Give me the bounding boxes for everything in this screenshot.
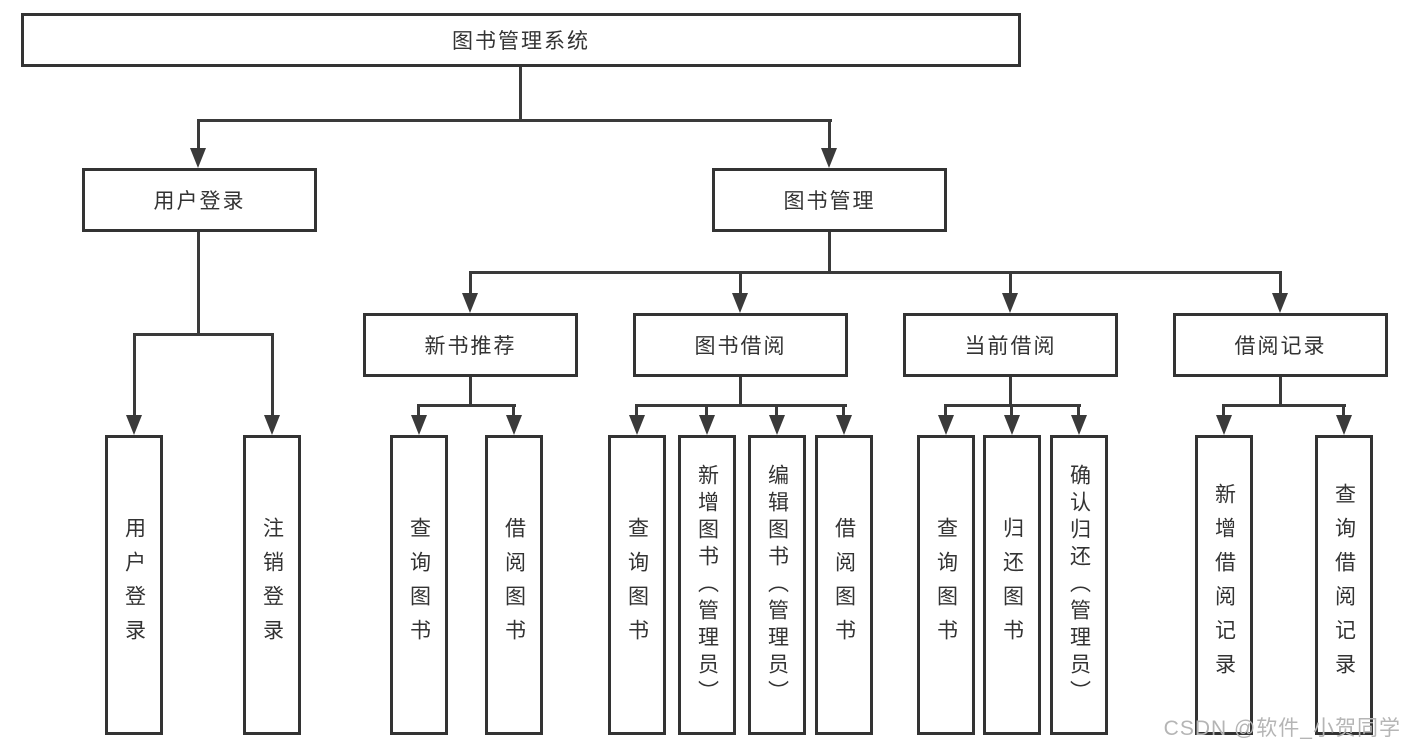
arrow-down-icon — [629, 415, 645, 435]
connector-line — [739, 271, 742, 295]
arrow-down-icon — [732, 293, 748, 313]
arrow-down-icon — [126, 415, 142, 435]
connector-line — [133, 333, 274, 336]
leaf-label: 新增借阅记录 — [1212, 483, 1236, 687]
node-book-management: 图书管理 — [712, 168, 947, 232]
leaf-logout: 注销登录 — [243, 435, 301, 735]
node-user-login: 用户登录 — [82, 168, 317, 232]
node-library-management-system: 图书管理系统 — [21, 13, 1021, 67]
node-label: 图书管理 — [783, 190, 876, 213]
connector-line — [1342, 404, 1345, 417]
connector-line — [271, 333, 274, 415]
connector-line — [1009, 377, 1012, 407]
connector-line — [1077, 404, 1080, 417]
leaf-label: 新增图书（管理员） — [695, 463, 719, 707]
arrow-down-icon — [699, 415, 715, 435]
node-label: 当前借阅 — [964, 335, 1057, 358]
node-label: 新书推荐 — [424, 335, 517, 358]
arrow-down-icon — [190, 148, 206, 168]
leaf-user-login: 用户登录 — [105, 435, 163, 735]
leaf-borrow-books-recommend: 借阅图书 — [485, 435, 543, 735]
connector-line — [469, 271, 1282, 274]
leaf-label: 借阅图书 — [832, 517, 856, 653]
connector-line — [1279, 377, 1282, 407]
arrow-down-icon — [938, 415, 954, 435]
connector-line — [417, 404, 516, 407]
arrow-down-icon — [821, 148, 837, 168]
connector-line — [944, 404, 947, 417]
leaf-label: 查询图书 — [625, 517, 649, 653]
arrow-down-icon — [769, 415, 785, 435]
connector-line — [842, 404, 845, 417]
connector-line — [133, 333, 136, 415]
leaf-label: 查询图书 — [934, 517, 958, 653]
leaf-add-borrow-record: 新增借阅记录 — [1195, 435, 1253, 735]
leaf-borrow-books: 借阅图书 — [815, 435, 873, 735]
leaf-label: 查询借阅记录 — [1332, 483, 1356, 687]
node-label: 用户登录 — [153, 190, 246, 213]
arrow-down-icon — [462, 293, 478, 313]
leaf-edit-book-admin: 编辑图书（管理员） — [748, 435, 806, 735]
node-new-book-recommendation: 新书推荐 — [363, 313, 578, 377]
leaf-label: 用户登录 — [122, 517, 146, 653]
leaf-label: 查询图书 — [407, 517, 431, 653]
watermark-csdn: CSDN @软件_小贺同学 — [1163, 717, 1401, 740]
arrow-down-icon — [1004, 415, 1020, 435]
connector-line — [1222, 404, 1225, 417]
connector-line — [635, 404, 638, 417]
leaf-query-borrow-record: 查询借阅记录 — [1315, 435, 1373, 735]
leaf-label: 注销登录 — [260, 517, 284, 653]
arrow-down-icon — [506, 415, 522, 435]
leaf-return-books: 归还图书 — [983, 435, 1041, 735]
arrow-down-icon — [836, 415, 852, 435]
arrow-down-icon — [1272, 293, 1288, 313]
connector-line — [519, 67, 522, 121]
connector-line — [775, 404, 778, 417]
leaf-label: 确认归还（管理员） — [1067, 463, 1091, 707]
leaf-query-books-current: 查询图书 — [917, 435, 975, 735]
connector-line — [197, 232, 200, 335]
node-current-borrowing: 当前借阅 — [903, 313, 1118, 377]
leaf-confirm-return-admin: 确认归还（管理员） — [1050, 435, 1108, 735]
node-book-borrowing: 图书借阅 — [633, 313, 848, 377]
arrow-down-icon — [1071, 415, 1087, 435]
connector-line — [197, 119, 200, 154]
arrow-down-icon — [411, 415, 427, 435]
connector-line — [512, 404, 515, 417]
connector-line — [828, 119, 831, 154]
connector-line — [469, 377, 472, 407]
connector-line — [1222, 404, 1346, 407]
arrow-down-icon — [1336, 415, 1352, 435]
leaf-add-book-admin: 新增图书（管理员） — [678, 435, 736, 735]
connector-line — [197, 119, 832, 122]
arrow-down-icon — [1216, 415, 1232, 435]
connector-line — [828, 232, 831, 273]
leaf-label: 编辑图书（管理员） — [765, 463, 789, 707]
connector-line — [705, 404, 708, 417]
connector-line — [1279, 271, 1282, 295]
leaf-query-books-borrowing: 查询图书 — [608, 435, 666, 735]
connector-line — [1010, 404, 1013, 417]
leaf-label: 归还图书 — [1000, 517, 1024, 653]
node-label: 图书管理系统 — [452, 30, 590, 53]
leaf-label: 借阅图书 — [502, 517, 526, 653]
arrow-down-icon — [264, 415, 280, 435]
node-borrowing-records: 借阅记录 — [1173, 313, 1388, 377]
connector-line — [469, 271, 472, 295]
connector-line — [417, 404, 420, 417]
node-label: 图书借阅 — [694, 335, 787, 358]
connector-line — [635, 404, 847, 407]
arrow-down-icon — [1002, 293, 1018, 313]
node-label: 借阅记录 — [1234, 335, 1327, 358]
connector-line — [1009, 271, 1012, 295]
connector-line — [739, 377, 742, 407]
leaf-query-books-recommend: 查询图书 — [390, 435, 448, 735]
